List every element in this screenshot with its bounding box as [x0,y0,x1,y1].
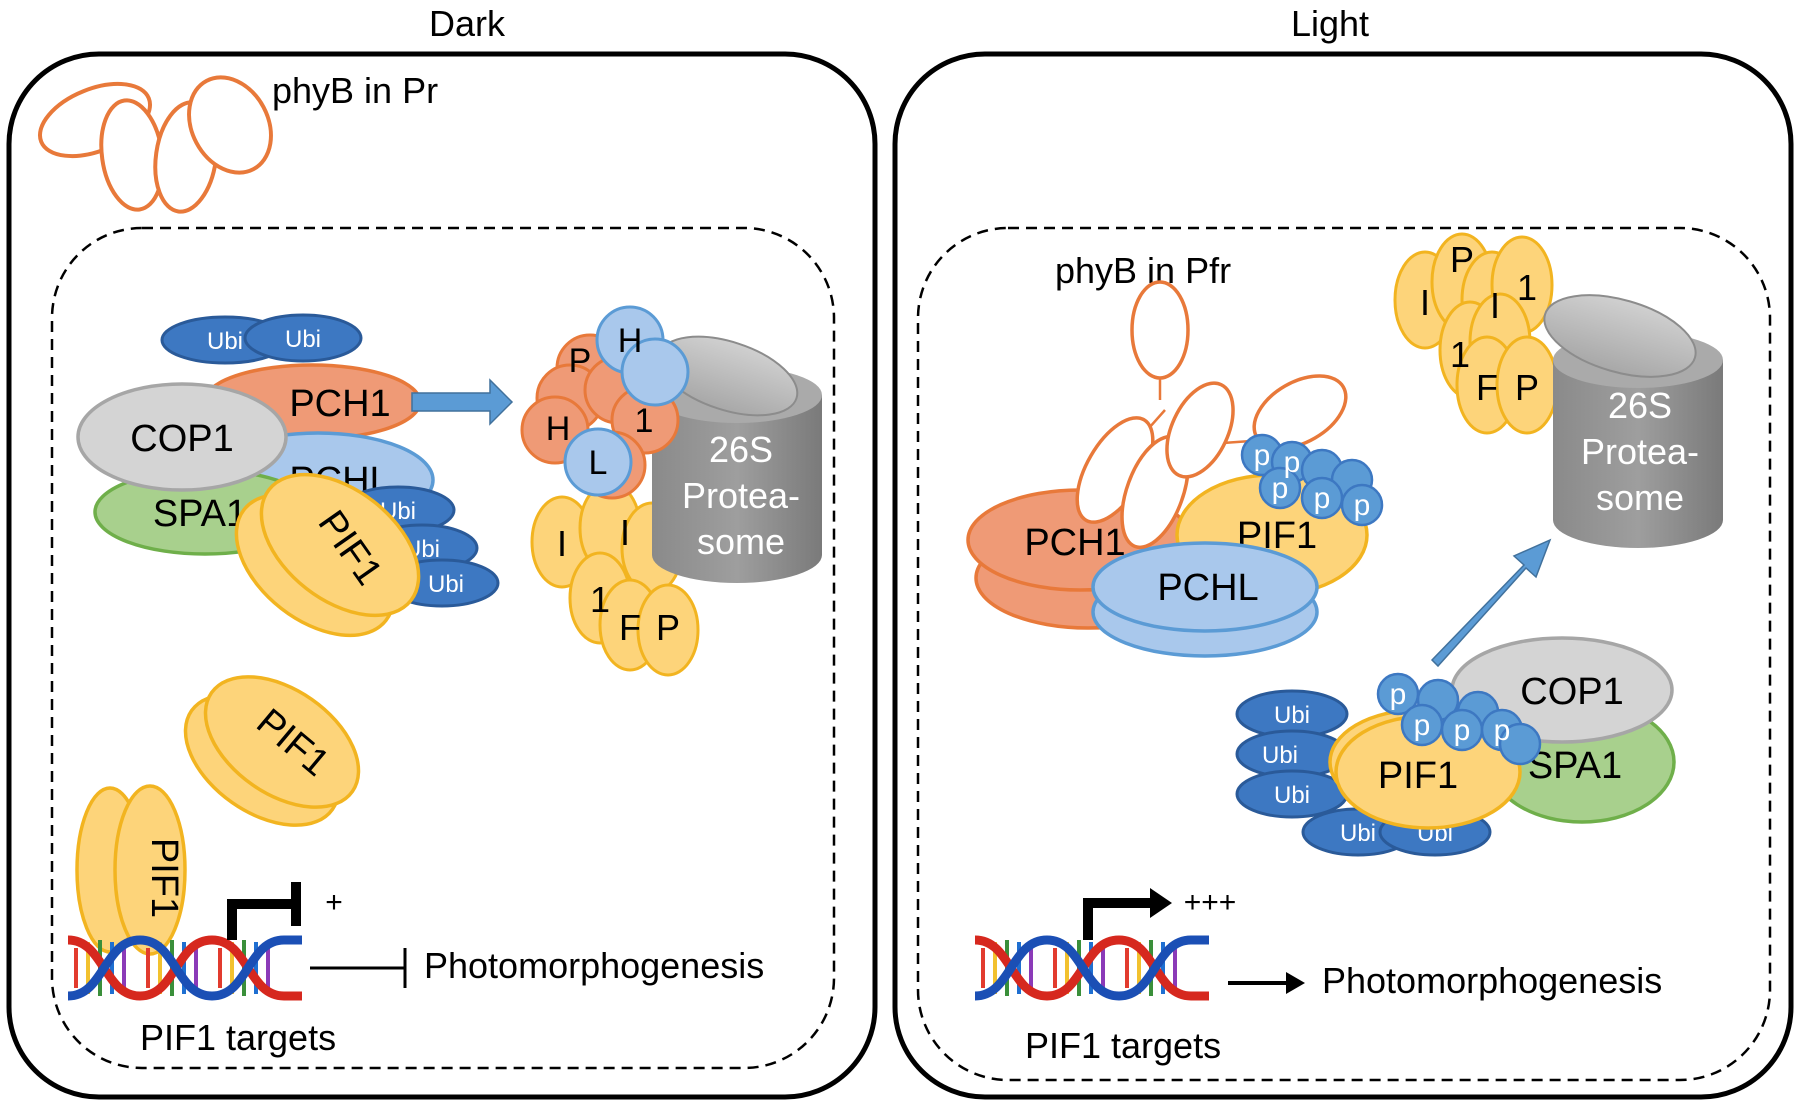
svg-text:SPA1: SPA1 [153,493,247,535]
svg-text:p: p [1314,482,1331,515]
svg-text:p: p [1254,439,1271,472]
svg-text:Protea-: Protea- [1581,431,1699,472]
svg-text:1: 1 [590,579,610,620]
expression-level-dark: + [325,886,343,919]
free-pif1-dimer: PIF1 PIF1 [183,675,361,827]
proteasome-light: 26S Protea- some [1543,294,1723,548]
svg-text:1: 1 [1517,267,1537,308]
svg-text:26S: 26S [1608,385,1672,426]
light-nucleus-outline [916,226,1772,1082]
svg-text:SPA1: SPA1 [1528,745,1622,787]
pif1-protein [259,472,421,618]
photomorphogenesis-dark: Photomorphogenesis [424,945,764,986]
svg-text:P: P [1515,367,1539,408]
svg-text:F: F [619,607,641,648]
ubi-tag [243,313,363,363]
pif1-targets-light: PIF1 targets [1025,1025,1221,1066]
svg-text:1: 1 [1450,334,1470,375]
phyb-pr-icon [37,75,273,214]
svg-text:26S: 26S [709,429,773,470]
svg-text:some: some [697,521,785,562]
svg-text:P: P [569,342,592,380]
photomorphogenesis-light: Photomorphogenesis [1322,960,1662,1001]
light-cop1-complex: SPA1 COP1 Ubi Ubi Ubi Ubi Ubi PIF1 [1235,636,1676,857]
svg-text:P: P [1450,239,1474,280]
proteasome-dark: 26S Protea- some [652,335,822,583]
svg-text:Protea-: Protea- [682,475,800,516]
svg-text:some: some [1596,477,1684,518]
svg-text:Ubi: Ubi [1274,782,1310,809]
light-pch-complex: PCH1 PIF1 PCHL [966,280,1384,658]
dark-title: Dark [429,3,506,44]
promoter-arrow-dark [227,899,296,940]
svg-text:p: p [1354,489,1371,522]
degradation-arrow [411,378,514,426]
dna-helix-light [975,940,1209,996]
svg-text:p: p [1390,678,1407,711]
cop1-protein [76,382,288,492]
svg-text:Ubi: Ubi [1262,742,1298,769]
svg-text:PCH1: PCH1 [1024,522,1125,564]
phosphate-group [1240,433,1384,527]
light-cell-outline [892,51,1794,1100]
svg-text:Ubi: Ubi [1274,702,1310,729]
phyb-pfr-label: phyB in Pfr [1055,250,1231,291]
dark-panel: Dark phyB in Pr Ubi Ubi PCH1 PCHL SPA1 C… [6,3,878,1100]
svg-text:L: L [589,444,608,482]
dark-degraded-fragments: I I 1 F P 26S Protea- some P [520,305,822,677]
light-title: Light [1291,3,1369,44]
promoter-arrow-light [1083,898,1155,940]
svg-text:P: P [656,607,680,648]
svg-text:COP1: COP1 [1520,671,1623,713]
svg-text:F: F [1476,367,1498,408]
light-degraded-fragments: P I 1 I 1 F P 26S Protea- some [1393,232,1723,548]
dark-nucleus-outline [50,226,836,1070]
svg-text:PCHL: PCHL [1157,567,1258,609]
svg-text:p: p [1284,446,1301,479]
svg-text:Ubi: Ubi [1340,820,1376,847]
svg-text:I: I [557,523,567,564]
svg-text:PIF1: PIF1 [1378,755,1458,797]
svg-text:p: p [1272,472,1289,505]
svg-text:I: I [620,512,630,553]
svg-text:PCH1: PCH1 [289,383,390,425]
degradation-arrow-light [1430,538,1552,668]
svg-text:I: I [1420,282,1430,323]
bound-pif1-dimer: PIF1 [75,784,187,956]
phyb-pr-label: phyB in Pr [272,70,438,111]
svg-text:COP1: COP1 [130,418,233,460]
dark-cell-outline [6,51,878,1100]
svg-text:Ubi: Ubi [207,328,243,355]
dark-degradation-complex: Ubi Ubi PCH1 PCHL SPA1 COP1 Ubi Ubi Ubi … [76,313,500,638]
svg-text:p: p [1494,714,1511,747]
svg-text:1: 1 [635,402,654,440]
svg-text:H: H [546,410,571,448]
svg-text:I: I [1490,285,1500,326]
svg-text:H: H [618,322,643,360]
svg-text:Ubi: Ubi [285,326,321,353]
pif1-targets-dark: PIF1 targets [140,1017,336,1058]
svg-text:Ubi: Ubi [428,571,464,598]
expression-level-light: +++ [1184,886,1237,919]
light-panel: Light phyB in Pfr PCH1 PIF1 PCHL [892,3,1794,1100]
svg-text:p: p [1414,709,1431,742]
svg-text:p: p [1454,714,1471,747]
svg-text:PIF1: PIF1 [143,838,185,918]
